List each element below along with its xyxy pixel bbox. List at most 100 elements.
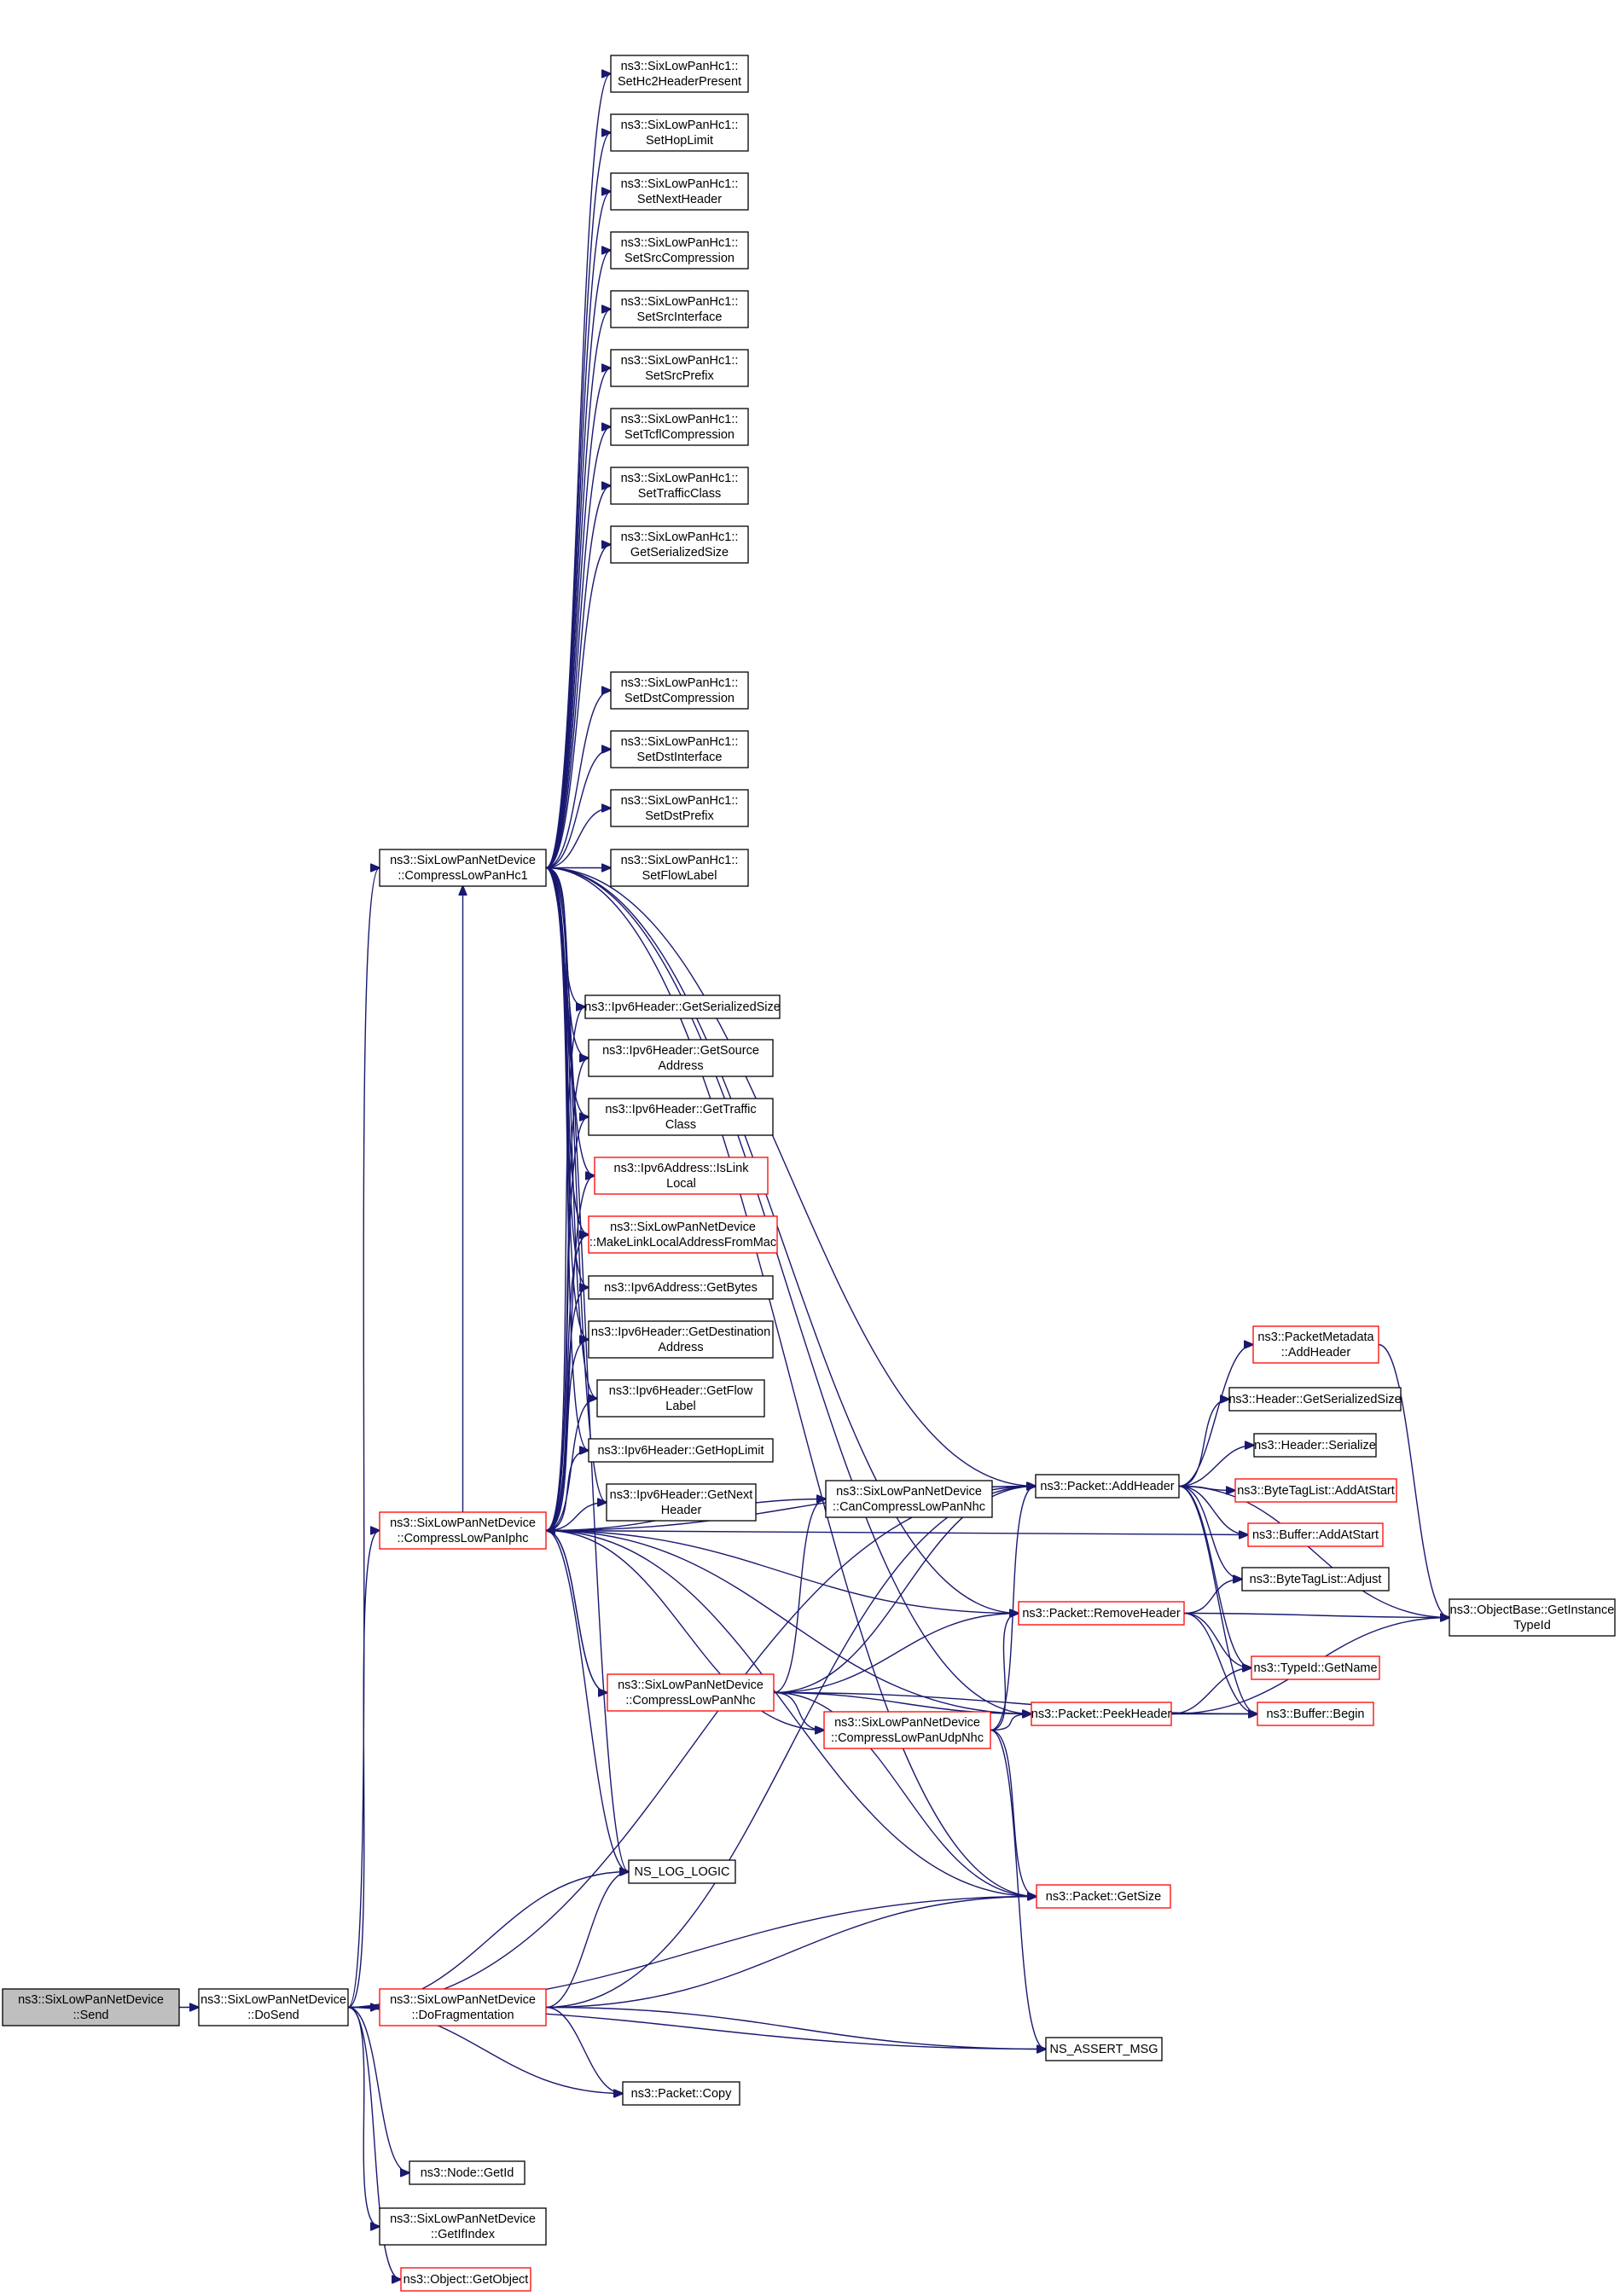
node-label-typeidgetname-line-0: ns3::TypeId::GetName: [1253, 1661, 1377, 1675]
edge-hc1-to-setdstcomp: [545, 691, 611, 869]
node-setdstprefix[interactable]: ns3::SixLowPanHc1::SetDstPrefix: [610, 789, 749, 827]
node-sethoplimit[interactable]: ns3::SixLowPanHc1::SetHopLimit: [610, 113, 749, 152]
node-iphc[interactable]: ns3::SixLowPanNetDevice::CompressLowPanI…: [379, 1511, 547, 1550]
edge-hc1-to-nslog: [545, 867, 629, 1872]
node-label-setdstcomp-line-0: ns3::SixLowPanHc1::: [621, 676, 739, 690]
edge-addheader-to-pmaddheader: [1178, 1345, 1253, 1487]
node-label-dosend-line-0: ns3::SixLowPanNetDevice: [200, 1993, 346, 2007]
edge-iphc-to-makelinklocal: [545, 1235, 589, 1532]
node-cancompress[interactable]: ns3::SixLowPanNetDevice::CanCompressLowP…: [825, 1480, 993, 1518]
node-getbytes[interactable]: ns3::Ipv6Address::GetBytes: [588, 1275, 774, 1300]
node-label-setdstprefix-line-1: SetDstPrefix: [645, 809, 714, 823]
node-label-nodegetid-line-0: ns3::Node::GetId: [421, 2166, 514, 2180]
edge-peekheader-to-typeidgetname: [1170, 1668, 1251, 1715]
edge-iphc-to-ipv6getnext: [545, 1503, 607, 1532]
node-getobject[interactable]: ns3::Object::GetObject: [400, 2267, 531, 2292]
node-dofrag[interactable]: ns3::SixLowPanNetDevice::DoFragmentation: [379, 1988, 547, 2026]
node-hc1getsize[interactable]: ns3::SixLowPanHc1::GetSerializedSize: [610, 525, 749, 564]
node-setsrcprefix[interactable]: ns3::SixLowPanHc1::SetSrcPrefix: [610, 349, 749, 387]
node-box-setflowlabel: [610, 849, 749, 887]
node-addheader[interactable]: ns3::Packet::AddHeader: [1035, 1474, 1180, 1499]
node-typeidgetname[interactable]: ns3::TypeId::GetName: [1251, 1655, 1380, 1680]
node-dosend[interactable]: ns3::SixLowPanNetDevice::DoSend: [198, 1988, 349, 2026]
node-nsassert[interactable]: NS_ASSERT_MSG: [1045, 2037, 1163, 2061]
edge-hc1-to-getsize: [545, 867, 1036, 1897]
node-bufaddatstart[interactable]: ns3::Buffer::AddAtStart: [1247, 1522, 1384, 1547]
node-box-setsrciface: [610, 290, 749, 328]
edge-hc1-to-setsrciface: [545, 310, 611, 869]
node-sethc2[interactable]: ns3::SixLowPanHc1::SetHc2HeaderPresent: [610, 55, 749, 93]
node-hdrgetsize[interactable]: ns3::Header::GetSerializedSize: [1228, 1387, 1402, 1412]
edge-hc1-to-settraffic: [545, 486, 611, 869]
node-label-settcfl-line-0: ns3::SixLowPanHc1::: [621, 413, 739, 426]
node-label-nhc-line-0: ns3::SixLowPanNetDevice: [618, 1679, 764, 1692]
node-settraffic[interactable]: ns3::SixLowPanHc1::SetTrafficClass: [610, 467, 749, 505]
node-ipv6gethop[interactable]: ns3::Ipv6Header::GetHopLimit: [588, 1438, 774, 1463]
node-bufbegin[interactable]: ns3::Buffer::Begin: [1257, 1702, 1374, 1726]
node-box-setdstprefix: [610, 789, 749, 827]
node-btladdatstart[interactable]: ns3::ByteTagList::AddAtStart: [1234, 1478, 1397, 1503]
node-label-setsrcprefix-line-1: SetSrcPrefix: [645, 369, 714, 383]
node-label-getinstancetypeid-line-1: TypeId: [1513, 1619, 1551, 1632]
edge-hc1-to-setsrcprefix: [545, 368, 611, 869]
node-box-ipv6getdst: [588, 1320, 774, 1359]
edge-dofrag-to-nsassert: [545, 2006, 1046, 2050]
node-removeheader[interactable]: ns3::Packet::RemoveHeader: [1018, 1601, 1185, 1626]
node-setdstcomp[interactable]: ns3::SixLowPanHc1::SetDstCompression: [610, 671, 749, 710]
node-peekheader[interactable]: ns3::Packet::PeekHeader: [1031, 1702, 1172, 1726]
node-box-ipv6getsize: [584, 994, 781, 1019]
node-label-getbytes-line-0: ns3::Ipv6Address::GetBytes: [604, 1281, 758, 1295]
edge-hc1-to-setdstprefix: [545, 809, 611, 869]
node-setsrciface[interactable]: ns3::SixLowPanHc1::SetSrcInterface: [610, 290, 749, 328]
node-hdrserialize[interactable]: ns3::Header::Serialize: [1253, 1433, 1377, 1458]
node-label-hc1getsize-line-0: ns3::SixLowPanHc1::: [621, 531, 739, 544]
edge-dosend-to-iphc: [347, 1531, 380, 2009]
edge-hc1-to-sethc2: [545, 74, 611, 869]
node-getsize[interactable]: ns3::Packet::GetSize: [1036, 1884, 1171, 1909]
node-nslog[interactable]: NS_LOG_LOGIC: [628, 1859, 736, 1884]
node-hc1[interactable]: ns3::SixLowPanNetDevice::CompressLowPanH…: [379, 849, 547, 887]
node-settcfl[interactable]: ns3::SixLowPanHc1::SetTcflCompression: [610, 408, 749, 446]
node-label-cancompress-line-0: ns3::SixLowPanNetDevice: [836, 1485, 982, 1499]
node-box-setnextheader: [610, 172, 749, 211]
edge-removeheader-to-typeidgetname: [1183, 1612, 1251, 1668]
node-label-removeheader-line-0: ns3::Packet::RemoveHeader: [1022, 1607, 1181, 1621]
node-setnextheader[interactable]: ns3::SixLowPanHc1::SetNextHeader: [610, 172, 749, 211]
node-copy[interactable]: ns3::Packet::Copy: [622, 2081, 740, 2106]
node-setsrccomp[interactable]: ns3::SixLowPanHc1::SetSrcCompression: [610, 231, 749, 270]
edge-iphc-to-udpnhc: [545, 1529, 824, 1731]
node-label-ipv6getflow-line-1: Label: [665, 1400, 695, 1413]
node-ipv6getsize[interactable]: ns3::Ipv6Header::GetSerializedSize: [584, 994, 781, 1019]
node-box-btladdatstart: [1234, 1478, 1397, 1503]
node-nodegetid[interactable]: ns3::Node::GetId: [409, 2160, 525, 2185]
node-pmaddheader[interactable]: ns3::PacketMetadata::AddHeader: [1252, 1325, 1379, 1364]
edge-addheader-to-getinstancetypeid: [1178, 1485, 1449, 1618]
edge-hc1-to-setdstiface: [545, 750, 611, 869]
node-getifindex[interactable]: ns3::SixLowPanNetDevice::GetIfIndex: [379, 2207, 547, 2246]
node-makelinklocal[interactable]: ns3::SixLowPanNetDevice::MakeLinkLocalAd…: [588, 1215, 778, 1254]
node-label-settcfl-line-1: SetTcflCompression: [624, 428, 735, 442]
node-setdstiface[interactable]: ns3::SixLowPanHc1::SetDstInterface: [610, 730, 749, 768]
node-label-sethc2-line-1: SetHc2HeaderPresent: [618, 75, 741, 89]
node-label-send-line-1: ::Send: [73, 2009, 109, 2022]
node-setflowlabel[interactable]: ns3::SixLowPanHc1::SetFlowLabel: [610, 849, 749, 887]
node-label-pmaddheader-line-0: ns3::PacketMetadata: [1257, 1331, 1374, 1344]
node-box-nodegetid: [409, 2160, 525, 2185]
node-label-setflowlabel-line-1: SetFlowLabel: [642, 869, 717, 883]
edge-dosend-to-getobject: [347, 2006, 401, 2280]
node-btladjust[interactable]: ns3::ByteTagList::Adjust: [1241, 1567, 1390, 1592]
edge-dosend-to-nodegetid: [347, 2006, 409, 2173]
edge-dofrag-to-getsize: [545, 1897, 1036, 2009]
edge-hc1-to-islinklocal: [545, 867, 595, 1176]
node-send[interactable]: ns3::SixLowPanNetDevice::Send: [2, 1988, 180, 2026]
node-udpnhc[interactable]: ns3::SixLowPanNetDevice::CompressLowPanU…: [823, 1711, 991, 1749]
node-nhc[interactable]: ns3::SixLowPanNetDevice::CompressLowPanN…: [607, 1673, 775, 1712]
node-box-setsrccomp: [610, 231, 749, 270]
